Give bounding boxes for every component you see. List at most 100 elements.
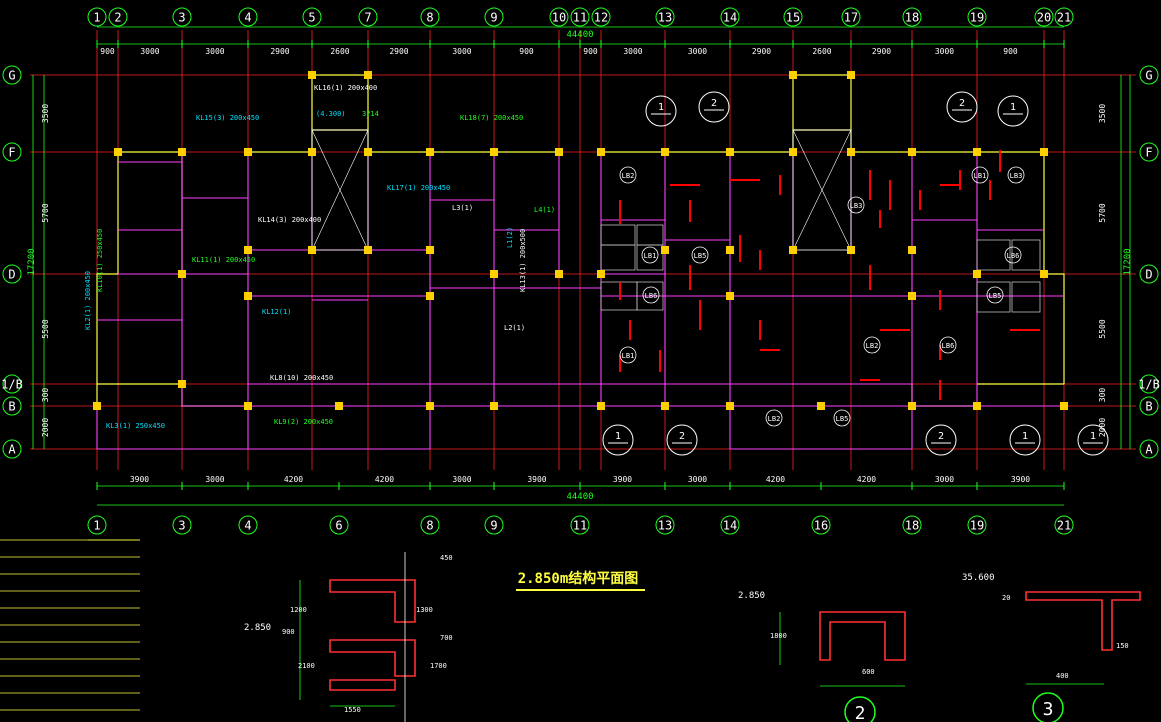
detail-section-outline [1025, 591, 1141, 651]
beam-label: 3?14 [362, 110, 379, 118]
top-axis-bubble-circle [902, 7, 922, 27]
section-circle [1077, 424, 1109, 456]
column [847, 148, 855, 156]
bottom-axis-bubble-circle [172, 515, 192, 535]
detail-section-outline [329, 679, 396, 691]
column [597, 148, 605, 156]
beam-label: KL12(1) [262, 308, 292, 316]
slab-label: LB5 [836, 415, 849, 423]
bottom-axis-bubble-circle [238, 515, 258, 535]
beam-label: KL15(3) 200x450 [196, 114, 259, 122]
bottom-axis-bubble-label: 4 [244, 519, 251, 533]
detail-dimension-text: 20 [1002, 594, 1010, 602]
level-mid: 2.850 [738, 591, 765, 601]
wall-line [311, 75, 852, 130]
wall-line [248, 129, 430, 153]
top-axis-bubble-label: 1 [93, 11, 100, 25]
column [789, 148, 797, 156]
section-circle [946, 91, 978, 123]
top-axis-bubble-circle [87, 7, 107, 27]
top-axis-bubble-circle [172, 7, 192, 27]
slab-label: LB1 [622, 352, 635, 360]
row-axis-bubble-right-label: F [1145, 146, 1152, 160]
column [908, 402, 916, 410]
stair-box [792, 129, 852, 251]
column [1040, 270, 1048, 278]
column [178, 270, 186, 278]
column [364, 246, 372, 254]
slab-box [976, 281, 1011, 313]
row-axis-bubble-right-circle [1139, 374, 1159, 394]
vertical-span-text: 5700 [1098, 203, 1107, 222]
section-circle [666, 424, 698, 456]
column [364, 71, 372, 79]
detail-dimension-text: 150 [1116, 642, 1129, 650]
section-number: 2 [679, 431, 685, 442]
rebars [619, 150, 1040, 400]
beam-label: KL3(1) 250x450 [106, 422, 165, 430]
bottom-axis-bubble-circle [655, 515, 675, 535]
detail-dimension-text: 1800 [770, 632, 787, 640]
bottom-axis-bubble-circle [1054, 515, 1074, 535]
row-axis-bubble-left-circle [2, 396, 22, 416]
row-axis-bubble-right-circle [1139, 264, 1159, 284]
column [661, 246, 669, 254]
row-axis-bubble-left-label: 1/B [1, 378, 23, 392]
top-axis-bubble-label: 14 [723, 11, 737, 25]
column [364, 148, 372, 156]
column [661, 402, 669, 410]
bottom-axis-bubble-circle [570, 515, 590, 535]
column [908, 148, 916, 156]
column [847, 71, 855, 79]
beam-label: L4(1) [534, 206, 555, 214]
top-axis-bubble-label: 7 [364, 11, 371, 25]
columns [93, 71, 1068, 410]
top-axis-bubble-circle [783, 7, 803, 27]
detail-bubble [1032, 692, 1064, 722]
row-axis-bubble-left-label: F [8, 146, 15, 160]
vertical-span-text: 5500 [41, 319, 50, 338]
column [908, 246, 916, 254]
bottom-axis-bubble-label: 19 [970, 519, 984, 533]
top-span-text: 2900 [872, 47, 891, 56]
bottom-span-text: 4200 [284, 475, 303, 484]
slab-box [636, 244, 664, 271]
slab-label: LB2 [622, 172, 635, 180]
section-number: 1 [1090, 431, 1096, 442]
vertical-span-text: 300 [41, 388, 50, 403]
column [1060, 402, 1068, 410]
top-axis-bubble-label: 21 [1057, 11, 1071, 25]
bottom-axis-bubble-label: 13 [658, 519, 672, 533]
column [244, 402, 252, 410]
beams [96, 129, 1064, 450]
section-number: 1 [1010, 102, 1016, 113]
stair-diagonal [792, 129, 852, 251]
wall-line [118, 151, 183, 274]
vertical-span-text: 3500 [41, 104, 50, 123]
top-axis-bubble-circle [1054, 7, 1074, 27]
column [726, 292, 734, 300]
column [244, 292, 252, 300]
slab-circle [863, 336, 881, 354]
bottom-axis-bubble-label: 11 [573, 519, 587, 533]
top-span-text: 3000 [140, 47, 159, 56]
bottom-axis-bubble-circle [902, 515, 922, 535]
bottom-axis-bubble-label: 14 [723, 519, 737, 533]
total-height-left: 17200 [27, 248, 37, 275]
detail-bubble [844, 696, 876, 722]
slab-label: LB1 [644, 252, 657, 260]
column [178, 148, 186, 156]
total-dimension-top: 44400 [566, 30, 593, 40]
slab-label: LB2 [768, 415, 781, 423]
bottom-span-text: 4200 [375, 475, 394, 484]
top-axis-bubble-label: 15 [786, 11, 800, 25]
top-axis-bubble-circle [1034, 7, 1054, 27]
bottom-axis-bubble-circle [87, 515, 107, 535]
column [661, 148, 669, 156]
